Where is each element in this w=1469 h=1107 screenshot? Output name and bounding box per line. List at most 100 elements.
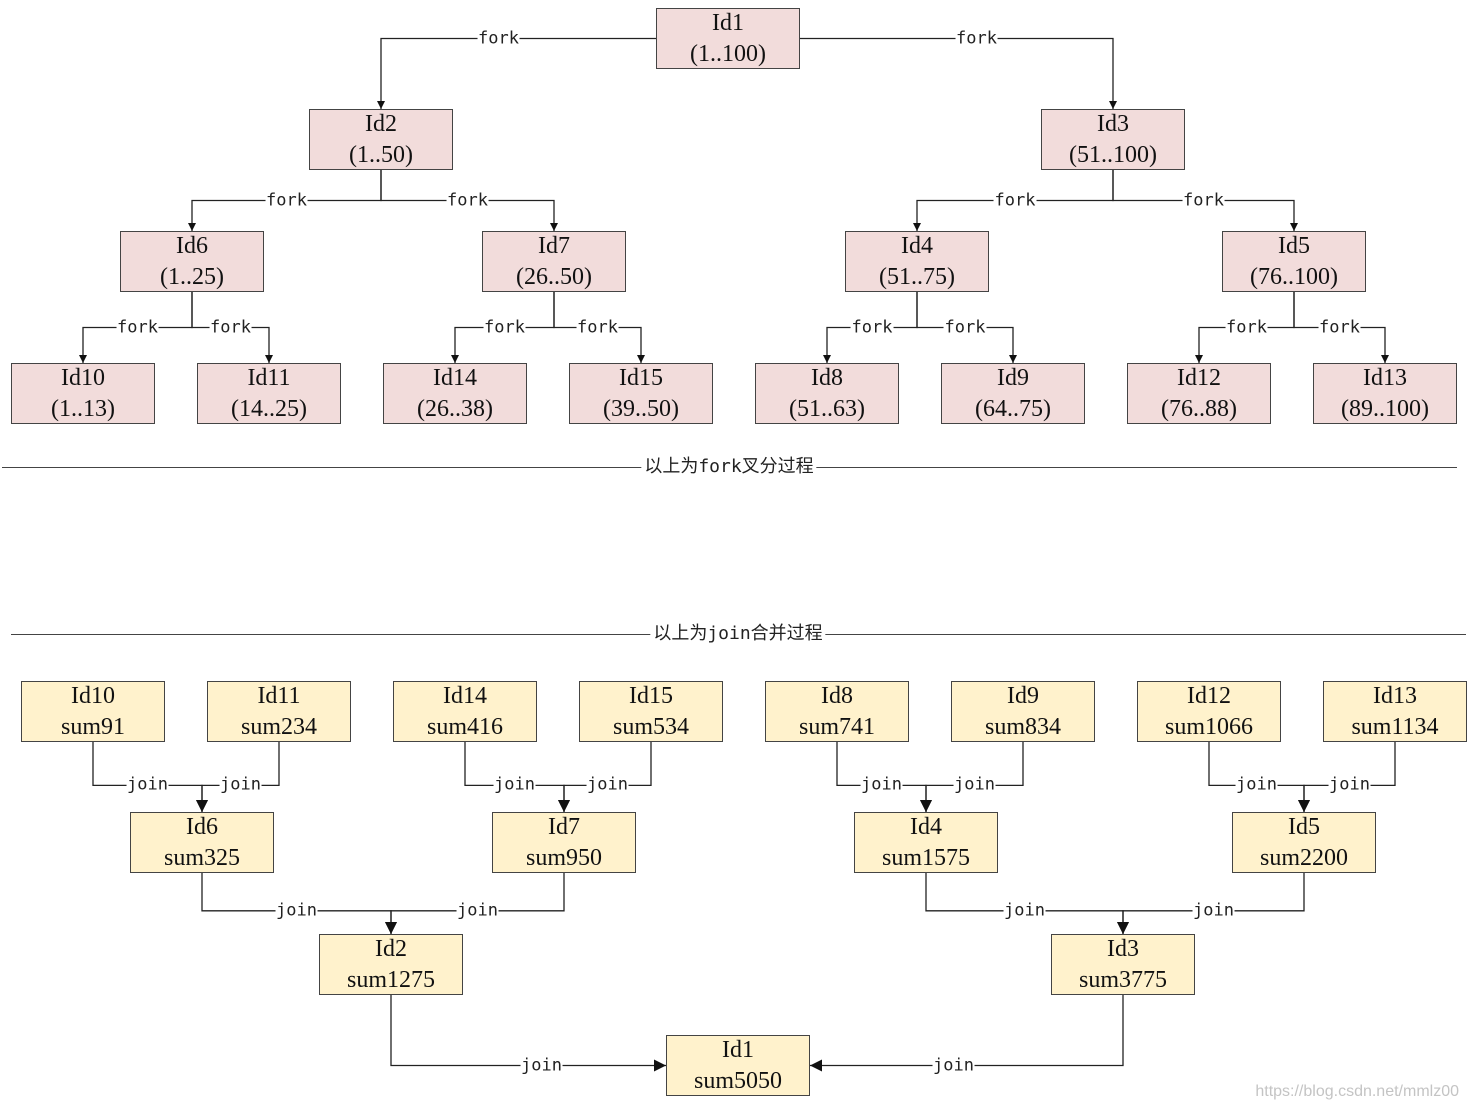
node-id-label: Id10 (71, 682, 115, 709)
fork-node-id15: Id15 (39..50) (569, 363, 713, 424)
join-edge-id9-id4-label: join (953, 774, 996, 795)
node-sum-label: sum1275 (346, 966, 435, 993)
join-edge-id2-id1-label: join (520, 1055, 563, 1075)
join-edge-id4-id3-label: join (1003, 900, 1046, 921)
node-sum-label: sum1134 (1351, 713, 1439, 740)
join-node-id3: Id3 sum3775 (1051, 934, 1195, 995)
node-range-label: (51..63) (789, 395, 865, 422)
node-id-label: Id13 (1363, 364, 1407, 391)
fork-node-id1: Id1(1..100) (656, 8, 800, 69)
fork-edge-id6-id10-label: fork (116, 317, 159, 337)
fork-node-id8: Id8(51..63) (755, 363, 899, 424)
node-sum-label: sum91 (60, 713, 125, 740)
node-sum-label: sum234 (240, 713, 317, 740)
fork-edge-id4-id8-label: fork (850, 317, 894, 337)
node-range-label: (14..25) (231, 395, 307, 422)
join-edge-id2-id1 (390, 995, 666, 1072)
fork-node-id7: Id7(26..50) (482, 231, 626, 292)
node-id-label: Id6 (176, 232, 208, 259)
node-sum-label: sum3775 (1078, 966, 1167, 993)
node-range-label: (26..50) (516, 263, 592, 290)
fork-node-id4: Id4 (51..75) (845, 231, 989, 292)
join-divider-caption: 以上为join合并过程 (650, 623, 826, 645)
fork-edge-id6-id11-label: fork (209, 317, 252, 337)
node-id-label: Id1 (722, 1036, 754, 1063)
join-edge-id3-id1-label: join (932, 1055, 975, 1075)
node-range-label: (51..75) (879, 263, 955, 290)
node-range-label: (64..75) (975, 395, 1051, 422)
node-id-label: Id13 (1373, 682, 1417, 709)
join-node-id6: Id6 sum325 (130, 812, 274, 873)
node-id-label: Id5 (1278, 232, 1310, 259)
node-range-label: (1..25) (160, 263, 224, 290)
join-edge-id3-id1 (810, 995, 1124, 1072)
fork-node-id5: Id5 (76..100) (1222, 231, 1366, 292)
fork-node-id12: Id12(76..88) (1127, 363, 1271, 424)
node-id-label: Id14 (433, 364, 477, 391)
fork-node-id11: Id11 (14..25) (197, 363, 341, 424)
node-range-label: (76..100) (1250, 263, 1338, 290)
fork-node-id3: Id3 (51..100) (1041, 109, 1185, 170)
fork-node-id6: Id6 (1..25) (120, 231, 264, 292)
join-node-id1: Id1 sum5050 (666, 1035, 810, 1096)
join-edge-id8-id4-label: join (860, 774, 903, 795)
node-range-label: (1..100) (690, 40, 766, 67)
node-range-label: (39..50) (603, 395, 679, 422)
node-range-label: (76..88) (1161, 395, 1237, 422)
node-sum-label: sum741 (798, 713, 875, 740)
fork-divider-caption: 以上为fork叉分过程 (641, 456, 817, 478)
node-range-label: (51..100) (1069, 141, 1157, 168)
fork-edge-id4-id9-label: fork (943, 317, 987, 337)
fork-edge-id2-id6-label: fork (265, 190, 308, 210)
join-edge-id6-id2-label: join (275, 900, 318, 921)
node-id-label: Id14 (443, 682, 487, 709)
fork-edge-id1-id2 (377, 37, 656, 109)
node-range-label: (1..13) (51, 395, 115, 422)
fork-edge-id1-id3 (800, 37, 1117, 109)
node-id-label: Id11 (247, 364, 291, 391)
join-edge-id13-id5-label: join (1328, 774, 1371, 795)
fork-edge-id3-id5-label: fork (1182, 190, 1225, 210)
join-node-id12: Id12 sum1066 (1137, 681, 1281, 742)
fork-edge-id5-id12-label: fork (1225, 317, 1268, 337)
join-node-id9: Id9 sum834 (951, 681, 1095, 742)
join-edge-id14-id7-label: join (493, 774, 536, 795)
node-id-label: Id12 (1187, 682, 1231, 709)
fork-edge-id2-id7-label: fork (446, 190, 489, 210)
node-id-label: Id2 (375, 935, 407, 962)
node-sum-label: sum2200 (1259, 844, 1348, 871)
join-edge-id7-id2-label: join (456, 900, 499, 921)
fork-node-id2: Id2(1..50) (309, 109, 453, 170)
node-sum-label: sum325 (163, 844, 240, 871)
node-sum-label: sum5050 (693, 1067, 782, 1094)
node-sum-label: sum1066 (1164, 713, 1253, 740)
node-id-label: Id6 (186, 813, 218, 840)
node-id-label: Id3 (1107, 935, 1139, 962)
node-sum-label: sum834 (984, 713, 1061, 740)
node-id-label: Id15 (619, 364, 663, 391)
join-node-id13: Id13 sum1134 (1323, 681, 1467, 742)
fork-edge-id7-id15-label: fork (576, 317, 619, 337)
fork-edge-id1-id2-label: fork (477, 28, 520, 48)
join-node-id7: Id7 sum950 (492, 812, 636, 873)
node-id-label: Id9 (1007, 682, 1039, 709)
join-edge-id10-id6-label: join (126, 774, 169, 795)
node-id-label: Id7 (548, 813, 580, 840)
join-node-id14: Id14 sum416 (393, 681, 537, 742)
join-edge-id11-id6-label: join (219, 774, 262, 795)
watermark-text: https://blog.csdn.net/mmlz00 (1255, 1083, 1459, 1100)
node-id-label: Id4 (901, 232, 933, 259)
join-node-id2: Id2 sum1275 (319, 934, 463, 995)
fork-edge-id5-id13-label: fork (1318, 317, 1361, 337)
node-sum-label: sum950 (525, 844, 602, 871)
node-id-label: Id3 (1097, 110, 1129, 137)
node-range-label: (89..100) (1341, 395, 1429, 422)
node-sum-label: sum416 (426, 713, 503, 740)
node-id-label: Id2 (365, 110, 397, 137)
